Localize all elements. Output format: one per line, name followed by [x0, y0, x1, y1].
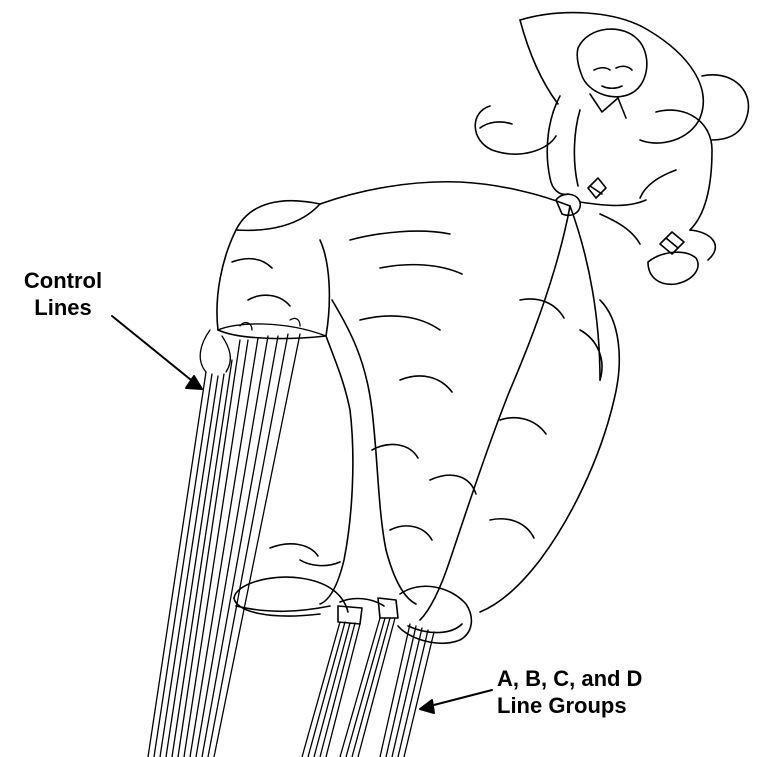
- line-groups-label: A, B, C, and D Line Groups: [497, 665, 737, 719]
- control-lines-arrow: [112, 316, 202, 389]
- line-groups-label-line1: A, B, C, and D: [497, 665, 737, 692]
- jumper-figure: [475, 13, 748, 285]
- line-groups-label-line2: Line Groups: [497, 692, 737, 719]
- parachute-canopy: [217, 182, 619, 643]
- suspension-line-groups: [302, 618, 434, 757]
- control-lines-label-line1: Control: [8, 267, 118, 294]
- control-lines: [148, 318, 326, 757]
- line-groups-arrow: [420, 690, 492, 713]
- control-lines-label-line2: Lines: [8, 294, 118, 321]
- control-lines-label: Control Lines: [8, 267, 118, 321]
